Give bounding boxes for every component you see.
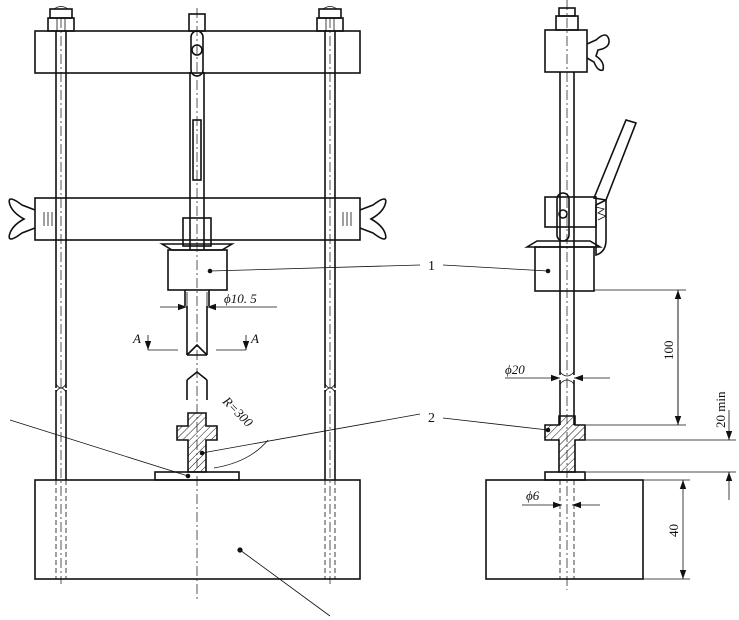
crossbar-thread-marks	[43, 212, 352, 226]
section-mark-left: A	[132, 331, 141, 346]
right-tie-rod	[324, 18, 336, 584]
base-block	[34, 479, 361, 580]
leader-2-side	[442, 417, 549, 431]
dim-phi-20-label: ϕ20	[505, 362, 525, 377]
top-crossbar	[34, 30, 361, 74]
middle-crossbar	[34, 197, 361, 241]
front-view	[8, 6, 421, 617]
left-tie-rod	[55, 18, 67, 584]
callout-1: 1	[428, 259, 435, 274]
hammer-head	[176, 412, 218, 473]
side-top-nut	[544, 7, 610, 73]
central-rod	[188, 8, 206, 600]
radius-arc	[213, 439, 269, 469]
leader-left-plate	[9, 419, 189, 477]
dim-phi-10-5-label: ϕ10. 5	[224, 291, 257, 306]
right-wing-nut	[359, 198, 387, 240]
dim-20-min-label: 20 min	[713, 391, 728, 428]
dim-40-label: 40	[666, 524, 681, 537]
side-anvil	[544, 471, 586, 481]
side-view	[442, 0, 736, 590]
side-shaft	[559, 0, 575, 590]
dim-phi-6-label: ϕ6	[526, 488, 540, 503]
dim-20-min	[586, 410, 736, 500]
left-wing-nut	[8, 198, 36, 240]
leader-1-side	[442, 264, 549, 272]
release-lever	[544, 119, 638, 257]
leader-1-front	[209, 264, 421, 272]
section-marks	[144, 335, 250, 351]
radius-label: R=300	[219, 393, 256, 430]
side-hammer-head	[544, 415, 586, 473]
dim-40	[643, 479, 690, 580]
leader-base	[239, 549, 331, 617]
dim-100-label: 100	[661, 341, 676, 361]
section-mark-right: A	[250, 331, 259, 346]
dim-phi-10-5	[160, 292, 277, 316]
side-collar	[524, 240, 603, 292]
side-base-block	[485, 479, 644, 580]
load-collar	[159, 217, 235, 306]
dim-100	[586, 289, 686, 426]
leader-2-front	[201, 413, 421, 454]
callout-2: 2	[428, 411, 435, 426]
